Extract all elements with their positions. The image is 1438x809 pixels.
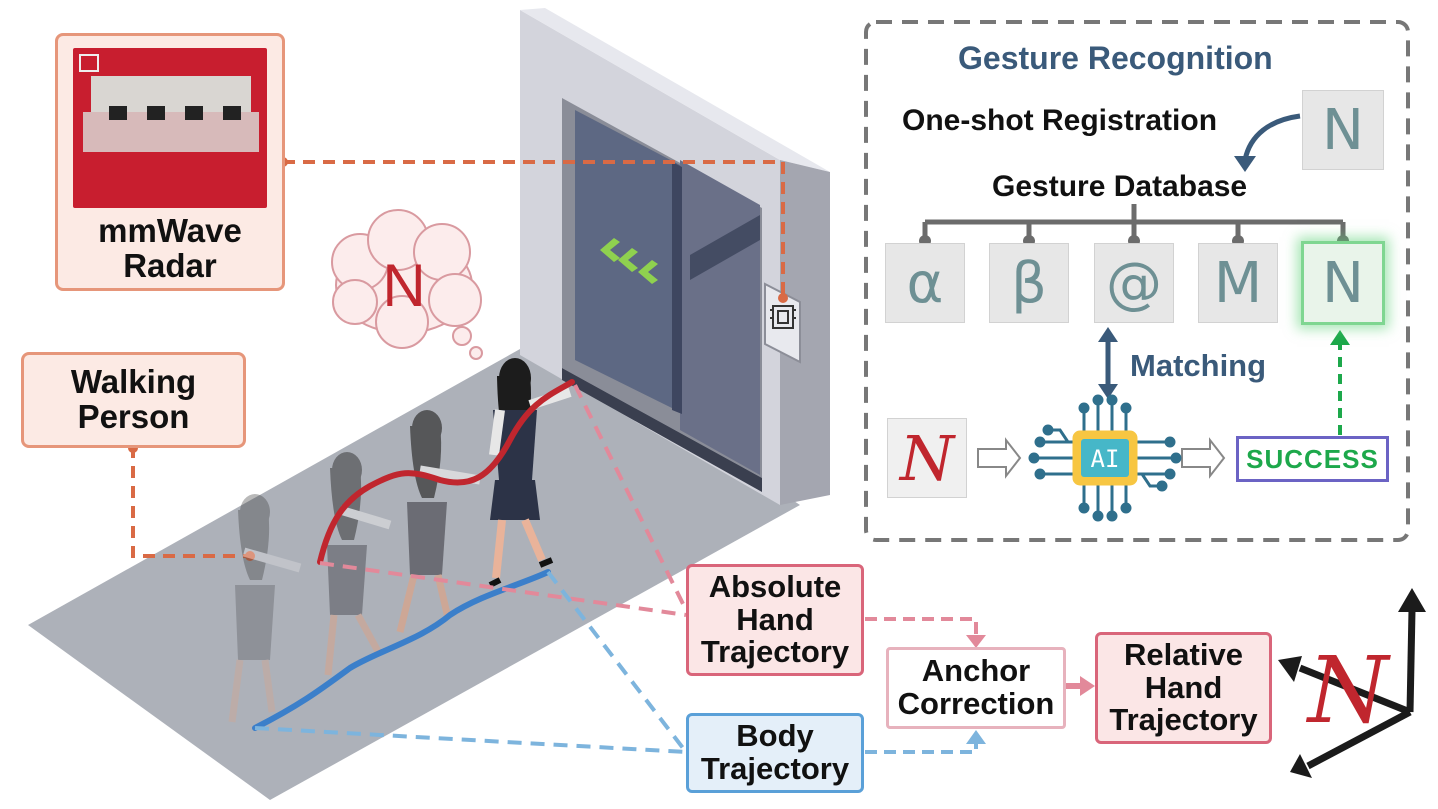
registration-tile: N — [1302, 90, 1384, 170]
person-link-dash — [131, 446, 248, 558]
body-dash-2 — [254, 726, 687, 754]
walking-figure-1 — [228, 494, 302, 723]
radar-link-dot-b — [778, 293, 788, 303]
success-to-db-arrowhead — [1330, 330, 1350, 345]
relative-line2: Hand — [1144, 669, 1223, 705]
elevator-door-shadow — [672, 162, 682, 414]
radar-box: mmWave Radar — [55, 33, 285, 291]
radar-label-line2: Radar — [123, 246, 217, 284]
success-badge: SUCCESS — [1236, 436, 1389, 482]
body-dash-1 — [546, 570, 688, 754]
anchor-line1: Anchor — [921, 653, 1031, 689]
absolute-dash-2 — [319, 561, 687, 617]
body-trajectory-curve — [252, 569, 551, 731]
database-tile-n-matched: N — [1301, 241, 1385, 325]
database-tile-m: M — [1198, 243, 1278, 323]
thought-cloud — [331, 209, 483, 360]
input-to-ai-arrow — [977, 437, 1022, 479]
body-to-anchor-arrowhead — [966, 730, 986, 744]
absolute-hand-trajectory-box: Absolute Hand Trajectory — [686, 564, 864, 676]
registration-arrow — [1242, 113, 1301, 161]
gesture-database-label: Gesture Database — [992, 170, 1248, 203]
walking-person-line1: Walking — [70, 363, 197, 401]
radar-link-dash — [283, 160, 785, 300]
body-to-anchor-dash — [865, 742, 978, 754]
anchor-to-relative-arrowhead — [1080, 676, 1095, 696]
absolute-line2: Hand — [736, 601, 814, 637]
gesture-recognition-frame — [864, 20, 1410, 542]
anchor-correction-box: Anchor Correction — [886, 647, 1066, 729]
absolute-to-anchor-dash — [865, 617, 978, 636]
body-line2: Trajectory — [700, 751, 850, 786]
database-tree — [919, 204, 1349, 247]
registration-arrowhead — [1234, 156, 1256, 172]
anchor-line2: Correction — [897, 686, 1055, 721]
elevator-inner-beam — [690, 215, 760, 280]
absolute-dash-1 — [573, 384, 688, 611]
elevator-interior — [680, 160, 760, 475]
absolute-line3: Trajectory — [700, 634, 850, 670]
person-link-dot-b — [245, 551, 255, 561]
axes-letter: N — [1306, 637, 1392, 744]
walking-person-box: Walking Person — [21, 352, 246, 448]
database-tile-beta: β — [989, 243, 1069, 323]
ai-to-success-arrow — [1181, 437, 1226, 479]
matching-label: Matching — [1130, 348, 1267, 383]
thought-letter: N — [382, 252, 425, 319]
database-tile-alpha: α — [885, 243, 965, 323]
elevator-wall-top — [520, 8, 830, 172]
relative-line3: Trajectory — [1109, 702, 1258, 738]
ai-label: AI — [1091, 445, 1120, 473]
radar-label-line1: mmWave — [98, 212, 242, 249]
gesture-recognition-title: Gesture Recognition — [958, 40, 1273, 76]
elevator-sill — [562, 368, 762, 492]
walking-figure-main — [488, 358, 572, 588]
one-shot-registration-label: One-shot Registration — [902, 104, 1218, 137]
absolute-to-anchor-arrowhead — [966, 635, 986, 648]
axes-icon — [1278, 588, 1426, 778]
relative-hand-trajectory-box: Relative Hand Trajectory — [1095, 632, 1272, 744]
matching-arrowhead-up — [1098, 327, 1118, 342]
matching-arrowhead-down — [1098, 384, 1118, 399]
radar-chip-icon — [764, 282, 801, 364]
elevator-wall-side — [780, 160, 830, 505]
database-tile-at: @ — [1094, 243, 1174, 323]
body-trajectory-box: Body Trajectory — [686, 713, 864, 793]
body-line1: Body — [736, 718, 814, 754]
ai-chip-icon — [1028, 394, 1182, 522]
walking-person-line2: Person — [77, 398, 190, 435]
relative-line1: Relative — [1124, 637, 1243, 673]
radar-board-image — [73, 48, 267, 208]
absolute-line1: Absolute — [708, 569, 842, 605]
input-gesture-tile: N — [887, 418, 967, 498]
door-arrows-icon — [600, 238, 658, 284]
hand-trajectory-curve — [317, 379, 575, 565]
